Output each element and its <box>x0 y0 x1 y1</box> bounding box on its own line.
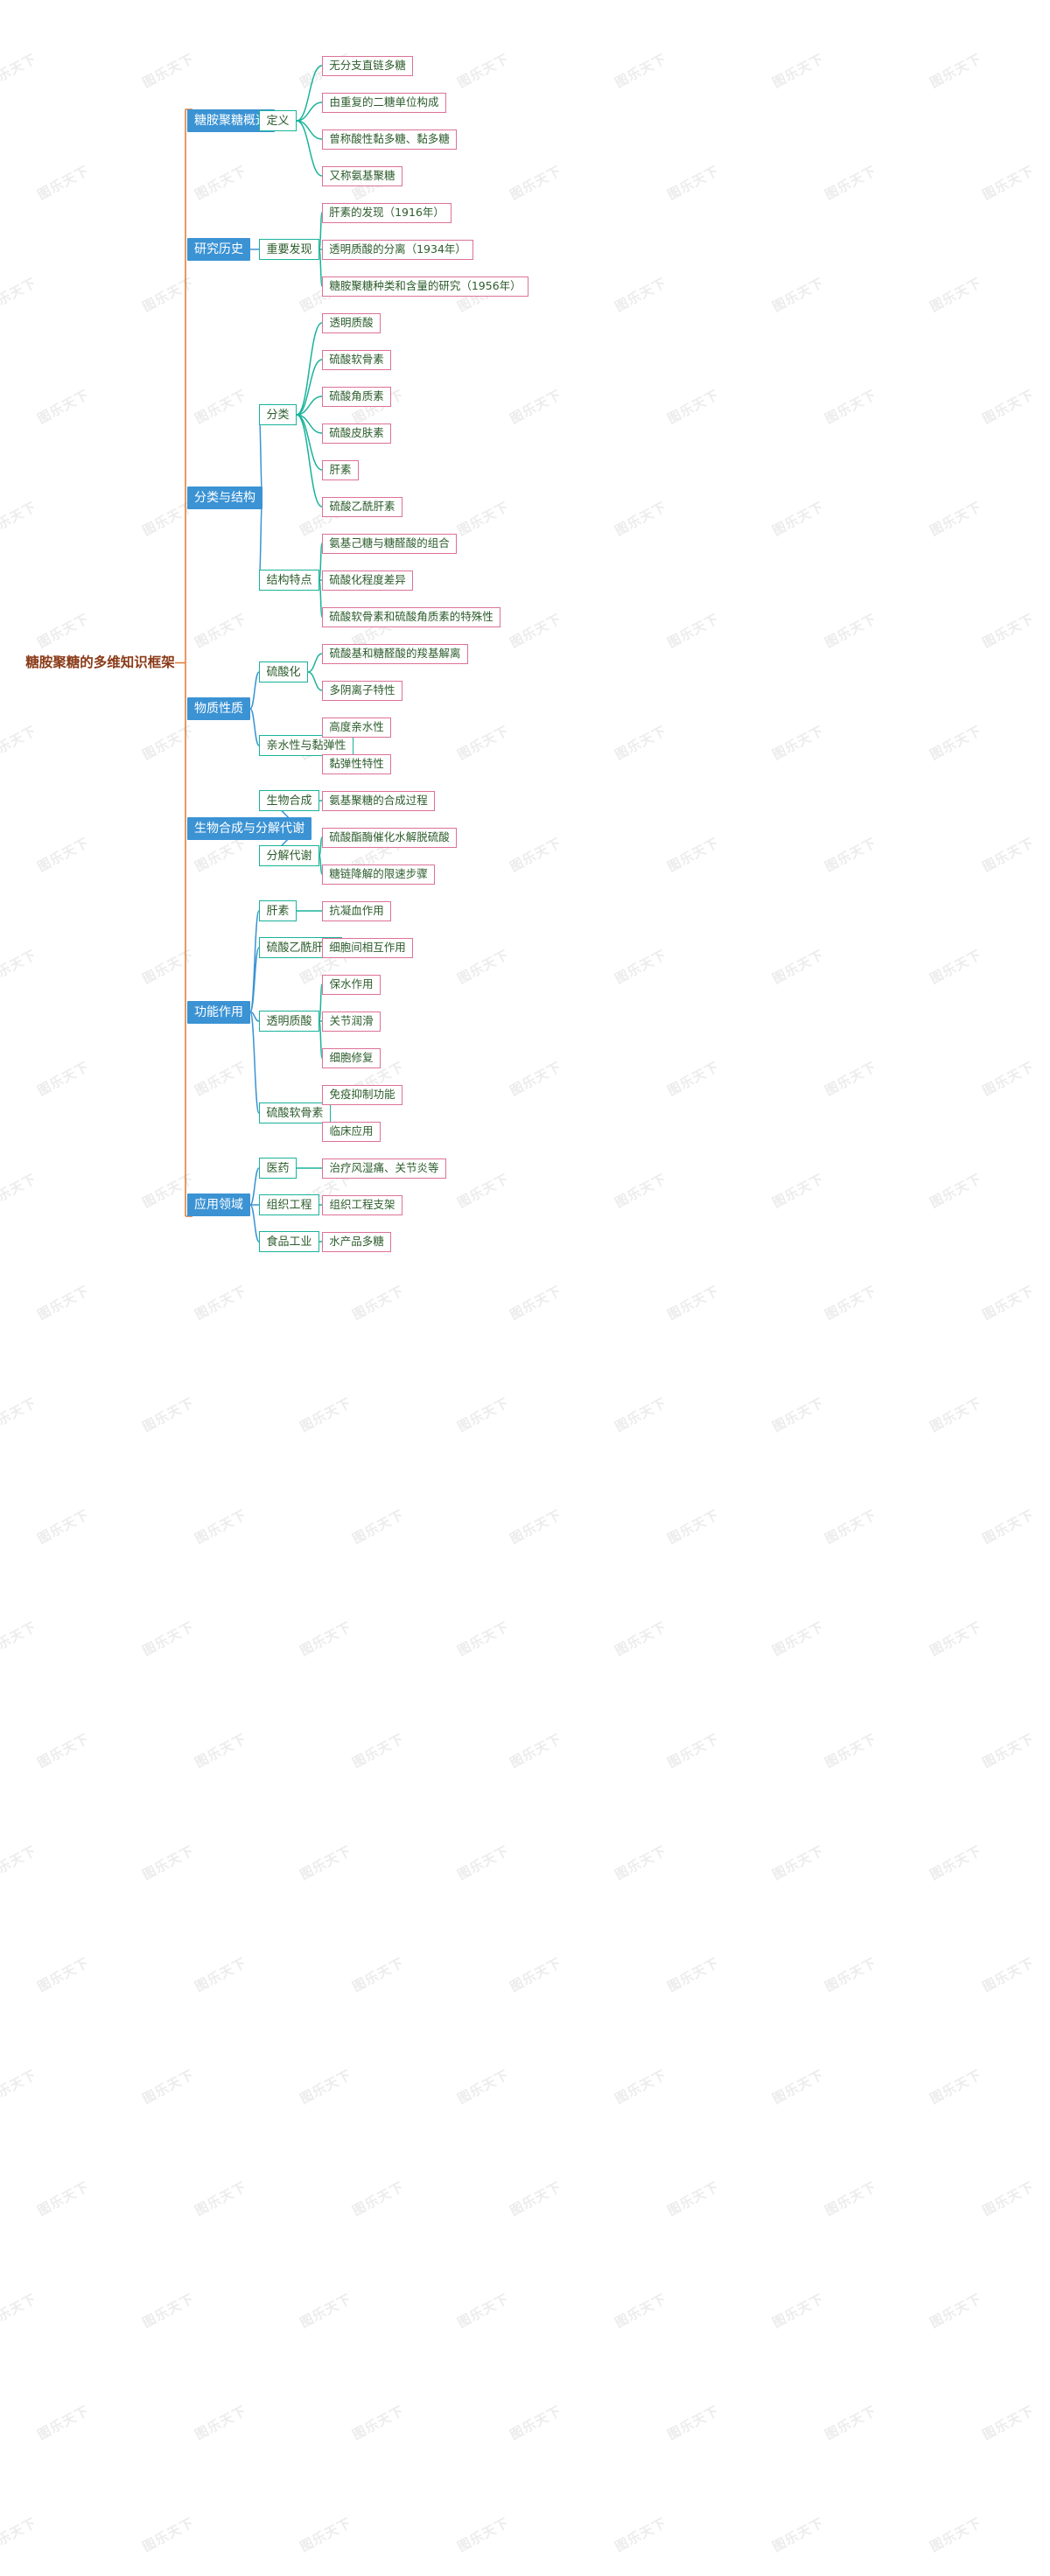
leaf-node[interactable]: 糖胺聚糖种类和含量的研究（1956年） <box>322 276 528 297</box>
leaf-node[interactable]: 硫酸皮肤素 <box>322 423 391 444</box>
subtopic-node[interactable]: 结构特点 <box>259 570 319 591</box>
subtopic-node[interactable]: 医药 <box>259 1158 297 1179</box>
connector-curve <box>318 836 323 857</box>
connector-curve <box>249 1011 260 1022</box>
leaf-node[interactable]: 关节润滑 <box>322 1011 381 1032</box>
leaf-node[interactable]: 硫酸酯酶催化水解脱硫酸 <box>322 827 457 848</box>
leaf-node[interactable]: 透明质酸 <box>322 312 381 333</box>
leaf-node[interactable]: 多阴离子特性 <box>322 680 402 701</box>
connector-curve <box>296 359 323 416</box>
leaf-node[interactable]: 组织工程支架 <box>322 1194 402 1215</box>
connector-curve <box>307 653 323 673</box>
leaf-node[interactable]: 临床应用 <box>322 1121 381 1142</box>
subtopic-node[interactable]: 亲水性与黏弹性 <box>259 735 354 756</box>
leaf-node[interactable]: 曾称酸性黏多糖、黏多糖 <box>322 129 457 150</box>
leaf-node[interactable]: 高度亲水性 <box>322 717 391 738</box>
leaf-node[interactable]: 硫酸基和糖醛酸的羧基解离 <box>322 643 468 664</box>
leaf-node[interactable]: 氨基聚糖的合成过程 <box>322 790 435 811</box>
branch-node-4[interactable]: 生物合成与分解代谢 <box>187 816 312 840</box>
connector-curve <box>296 102 323 122</box>
leaf-node[interactable]: 无分支直链多糖 <box>322 55 413 76</box>
connector-curve <box>249 1167 260 1206</box>
root-title[interactable]: 糖胺聚糖的多维知识框架 <box>25 654 175 670</box>
connector-curve <box>296 65 323 122</box>
connector-curve <box>249 947 260 1013</box>
leaf-node[interactable]: 水产品多糖 <box>322 1231 391 1252</box>
connector-curve <box>296 396 323 416</box>
subtopic-node[interactable]: 定义 <box>259 110 297 131</box>
leaf-node[interactable]: 抗凝血作用 <box>322 900 391 921</box>
leaf-node[interactable]: 保水作用 <box>322 974 381 995</box>
leaf-node[interactable]: 由重复的二糖单位构成 <box>322 92 446 113</box>
branch-node-5[interactable]: 功能作用 <box>187 1000 250 1024</box>
leaf-node[interactable]: 治疗风湿痛、关节炎等 <box>322 1158 446 1179</box>
leaf-node[interactable]: 又称氨基聚糖 <box>322 165 402 186</box>
connector-curve <box>318 248 323 287</box>
connector-curve <box>296 322 323 416</box>
leaf-node[interactable]: 氨基己糖与糖醛酸的组合 <box>322 533 457 554</box>
connector-curve <box>249 708 260 746</box>
leaf-node[interactable]: 硫酸乙酰肝素 <box>322 496 402 517</box>
leaf-node[interactable]: 肝素的发现（1916年） <box>322 202 452 223</box>
subtopic-node[interactable]: 肝素 <box>259 900 297 921</box>
connector-curve <box>318 212 323 250</box>
subtopic-node[interactable]: 生物合成 <box>259 790 319 811</box>
leaf-node[interactable]: 肝素 <box>322 459 359 480</box>
connector-curve <box>318 1020 323 1059</box>
subtopic-node[interactable]: 硫酸软骨素 <box>259 1102 331 1124</box>
leaf-node[interactable]: 硫酸化程度差异 <box>322 570 413 591</box>
leaf-node[interactable]: 细胞修复 <box>322 1047 381 1068</box>
subtopic-node[interactable]: 分类 <box>259 404 297 425</box>
leaf-node[interactable]: 硫酸软骨素和硫酸角质素的特殊性 <box>322 606 500 627</box>
branch-node-1[interactable]: 研究历史 <box>187 238 250 261</box>
leaf-node[interactable]: 黏弹性特性 <box>322 753 391 774</box>
connector-curve <box>249 1011 260 1114</box>
subtopic-node[interactable]: 分解代谢 <box>259 845 319 866</box>
subtopic-node[interactable]: 硫酸化 <box>259 662 308 682</box>
connector-curve <box>258 496 263 581</box>
subtopic-node[interactable]: 重要发现 <box>259 239 319 260</box>
branch-node-2[interactable]: 分类与结构 <box>187 486 262 509</box>
leaf-node[interactable]: 细胞间相互作用 <box>322 937 413 958</box>
connector-curve <box>249 671 260 710</box>
branch-node-6[interactable]: 应用领域 <box>187 1194 250 1216</box>
leaf-node[interactable]: 硫酸角质素 <box>322 386 391 407</box>
connector-curve <box>249 1204 260 1242</box>
connector-curve <box>318 579 323 618</box>
connector-curve <box>258 414 263 499</box>
connector-curve <box>318 542 323 581</box>
connector-curve <box>307 671 323 691</box>
connector-curve <box>296 120 323 177</box>
subtopic-node[interactable]: 组织工程 <box>259 1194 319 1215</box>
subtopic-node[interactable]: 食品工业 <box>259 1231 319 1252</box>
leaf-node[interactable]: 透明质酸的分离（1934年） <box>322 239 473 260</box>
leaf-node[interactable]: 糖链降解的限速步骤 <box>322 864 435 885</box>
connector-curve <box>318 855 323 875</box>
branch-node-3[interactable]: 物质性质 <box>187 697 250 720</box>
leaf-node[interactable]: 免疫抑制功能 <box>322 1084 402 1105</box>
connector-curve <box>296 414 323 508</box>
connector-curve <box>249 910 260 1013</box>
leaf-node[interactable]: 硫酸软骨素 <box>322 349 391 370</box>
connector-curve <box>318 984 323 1022</box>
subtopic-node[interactable]: 透明质酸 <box>259 1011 319 1032</box>
